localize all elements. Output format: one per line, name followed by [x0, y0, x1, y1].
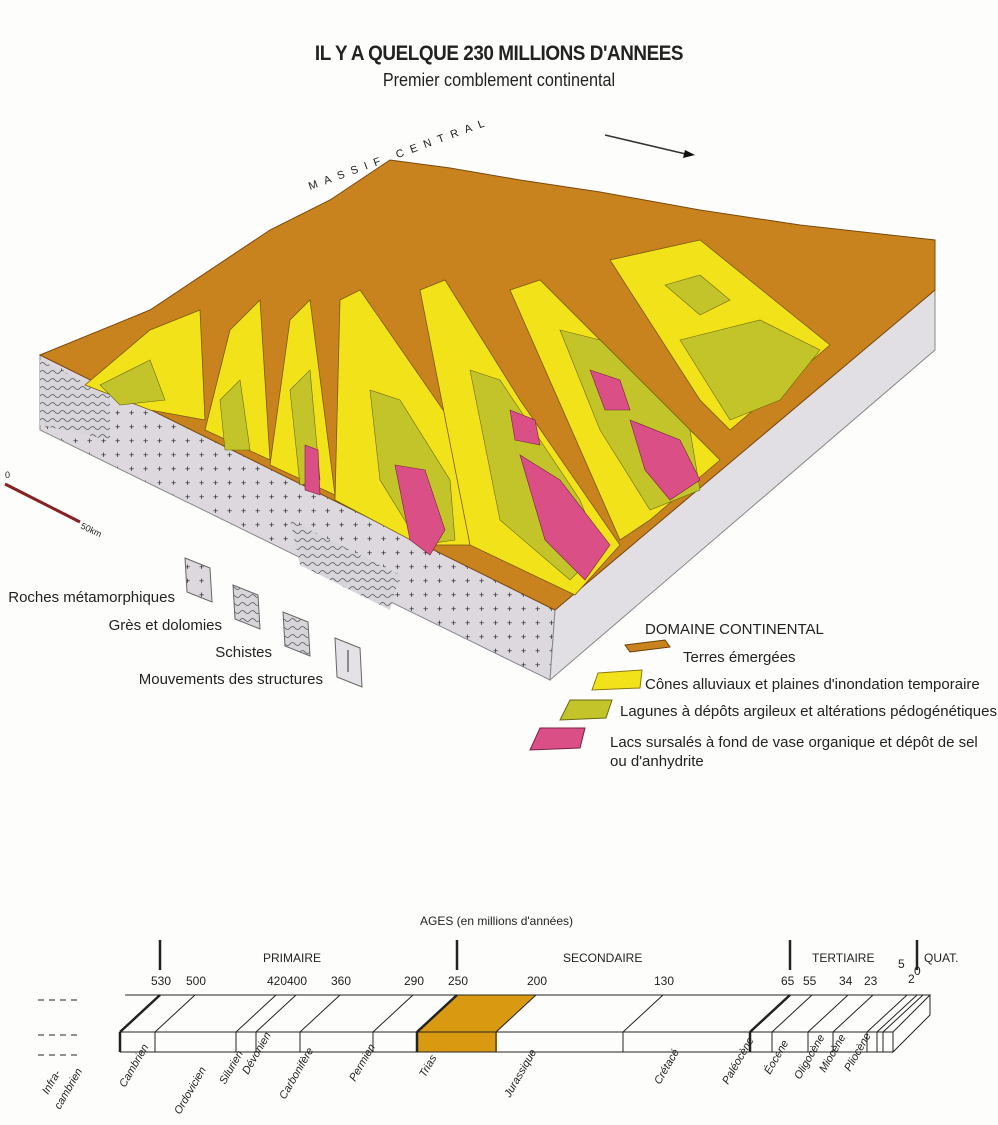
legend-heading: DOMAINE CONTINENTAL	[645, 621, 824, 638]
age-tick-label: 23	[864, 974, 878, 988]
period-label: Dévonien	[240, 1030, 274, 1076]
period-label: Éocène	[761, 1038, 791, 1077]
lagunes-swatch	[559, 699, 613, 721]
era-secondaire: SECONDAIRE	[563, 951, 642, 965]
north-arrow	[604, 134, 695, 158]
timeline-boundary	[807, 994, 849, 1033]
legend-metamorphic: Roches métamorphiques	[8, 589, 175, 606]
timeline-boundary	[416, 994, 458, 1033]
age-tick-label: 34	[839, 974, 853, 988]
legend-schist: Schistes	[215, 644, 272, 661]
age-tick-label: 530	[151, 974, 171, 988]
cones-swatch	[591, 669, 643, 691]
fault-arrow-swatch	[334, 637, 363, 688]
age-tick-label: 55	[803, 974, 817, 988]
timeline-boundary	[154, 994, 196, 1033]
legend-sandstone: Grès et dolomies	[108, 617, 222, 634]
era-primaire: PRIMAIRE	[263, 951, 321, 965]
trias-highlight-top	[417, 995, 536, 1032]
age-tick-label: 0	[914, 964, 921, 978]
block-diagram: + MASSIF CENTRAL	[4, 115, 936, 682]
terres-swatch	[624, 639, 671, 653]
age-tick-label: 500	[186, 974, 206, 988]
front-left-schist-2	[290, 520, 400, 610]
timeline-boundary	[882, 994, 924, 1033]
age-tick-label: 130	[654, 974, 674, 988]
age-tick-label: 250	[448, 974, 468, 988]
lacs-swatch	[529, 727, 586, 751]
era-tertiaire: TERTIAIRE	[812, 951, 874, 965]
age-tick-label: 290	[404, 974, 424, 988]
sandstone-swatch	[232, 584, 261, 630]
schist-swatch	[282, 611, 311, 657]
timeline-title: AGES (en millions d'années)	[420, 914, 573, 928]
age-tick-label: 65	[781, 974, 795, 988]
legend-cones: Cônes alluviaux et plaines d'inondation …	[645, 676, 980, 693]
timeline-boundary	[832, 994, 874, 1033]
left-legend-swatches	[184, 557, 363, 688]
period-label: Jurassique	[502, 1047, 539, 1100]
age-tick-label: 5	[898, 957, 905, 971]
timeline-boundary	[119, 994, 161, 1033]
legend-lacs: Lacs sursalés à fond de vase organique e…	[610, 734, 978, 751]
period-label: Crétacé	[652, 1047, 682, 1086]
legend-terres: Terres émergées	[683, 649, 796, 666]
timeline-end-face	[892, 993, 931, 1054]
page-subtitle: Premier comblement continental	[382, 70, 616, 90]
legend-lacs-line2: ou d'anhydrite	[610, 753, 704, 770]
timeline-boundary	[866, 994, 908, 1033]
age-tick-label: 2	[908, 972, 915, 986]
timeline-boundary	[771, 994, 813, 1033]
age-tick-label: 400	[287, 974, 307, 988]
metamorphic-rock-swatch	[184, 557, 213, 603]
svg-text:0: 0	[5, 470, 10, 480]
lacs-sursales	[304, 369, 701, 581]
legend-lagunes: Lagunes à dépôts argileux et altérations…	[620, 703, 997, 720]
timeline-boundary	[299, 994, 341, 1033]
timeline-boundary	[495, 994, 537, 1033]
front-left-schist	[40, 360, 110, 440]
era-quaternaire: QUAT.	[924, 951, 958, 965]
period-label: Trias	[417, 1053, 439, 1080]
timeline-boundary	[372, 994, 414, 1033]
page-title: IL Y A QUELQUE 230 MILLIONS D'ANNEES	[314, 42, 684, 65]
legend-movements: Mouvements des structures	[138, 671, 323, 688]
timeline-boundary	[876, 994, 918, 1033]
period-label: Permien	[347, 1042, 378, 1083]
age-tick-label: 360	[331, 974, 351, 988]
timeline-boundary	[622, 994, 664, 1033]
period-label: Ordovicien	[172, 1065, 209, 1117]
period-label: Cambrien	[117, 1042, 151, 1089]
timeline-boundary	[255, 994, 297, 1033]
timeline-boundary	[749, 994, 791, 1033]
timeline-boundary	[235, 994, 277, 1033]
trias-highlight-front	[417, 1032, 497, 1052]
period-label: Carbonifère	[277, 1046, 316, 1102]
right-legend-swatches	[529, 639, 671, 751]
period-label: Paléocène	[720, 1035, 756, 1086]
age-tick-label: 420	[267, 974, 287, 988]
period-label: Oligocène	[792, 1033, 827, 1082]
age-tick-label: 200	[527, 974, 547, 988]
